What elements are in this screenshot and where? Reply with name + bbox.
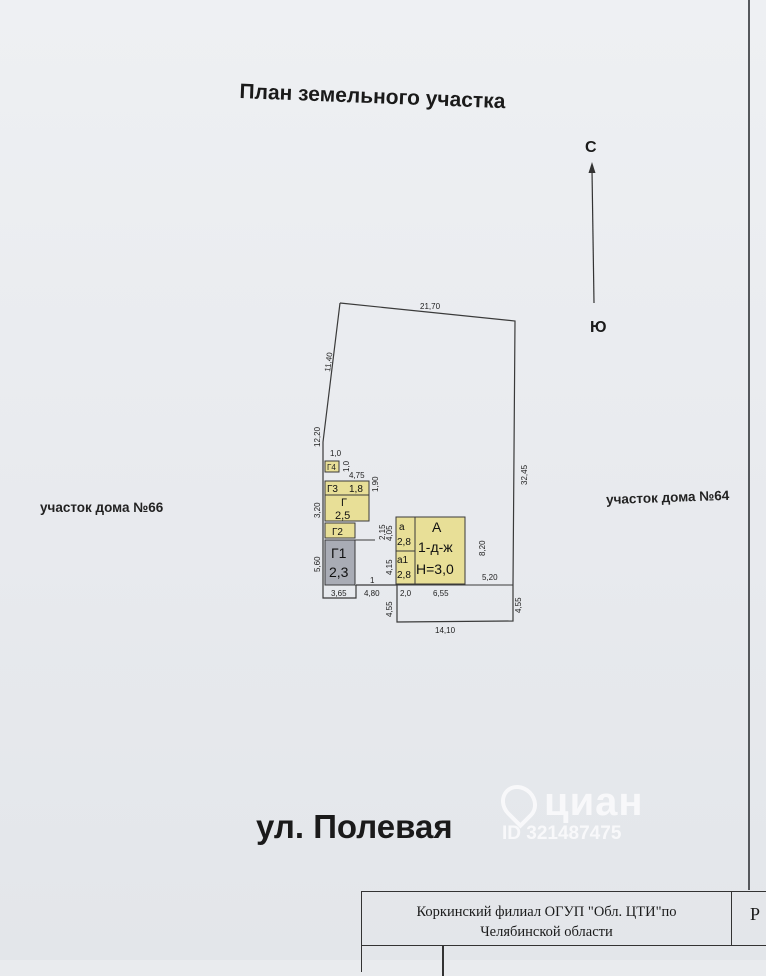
dim-bottom: 14,10 — [435, 626, 456, 635]
dim-inner-6: 4,05 — [385, 525, 394, 541]
building-a-main-label: А — [432, 519, 442, 535]
dim-inner-7: 4,15 — [385, 559, 394, 575]
dim-inner-1: 1,0 — [330, 449, 342, 458]
watermark: циан ID 321487475 — [493, 777, 644, 845]
dim-inner-11: 6,55 — [433, 589, 449, 598]
building-g3-label: Г3 — [327, 484, 338, 495]
building-g3-height: 1,8 — [349, 484, 363, 495]
building-a-small-height: 2,8 — [397, 537, 411, 548]
dim-left-lower: 5,60 — [313, 556, 322, 572]
building-a-main-height: Н=3,0 — [416, 561, 454, 577]
dim-left-g: 3,20 — [313, 502, 322, 518]
building-g — [324, 494, 370, 522]
building-a-main-type: 1-д-ж — [418, 539, 453, 555]
building-a-small-label: а — [399, 522, 405, 533]
title-block-row-2 — [362, 946, 766, 976]
title-block-table: Коркинский филиал ОГУП "Обл. ЦТИ"по Челя… — [361, 891, 766, 976]
title-block-right-cell: Р — [732, 892, 766, 946]
dim-inner-13: 1 — [370, 576, 375, 585]
street-name: ул. Полевая — [256, 808, 453, 845]
dim-inner-4: 1,90 — [371, 476, 380, 492]
buildings — [324, 460, 466, 586]
building-g4-label: Г4 — [327, 463, 336, 472]
building-g1-height: 2,3 — [329, 564, 349, 580]
dim-bottom-left-1: 3,65 — [331, 589, 347, 598]
compass-arrow: С Ю — [585, 139, 607, 336]
dim-inner-2: 1,0 — [342, 460, 351, 472]
dim-top: 21,70 — [420, 302, 441, 311]
building-g-height: 2,5 — [335, 510, 350, 522]
dim-inner-8: 8,20 — [478, 540, 487, 556]
neighbor-label-left: участок дома №66 — [40, 500, 164, 515]
dim-left-mid: 12,20 — [313, 426, 322, 447]
building-a1-height: 2,8 — [397, 570, 411, 581]
watermark-id: ID 321487475 — [502, 823, 622, 844]
dim-inner-12: 4,55 — [385, 601, 394, 617]
watermark-brand: циан — [544, 780, 644, 824]
building-g2 — [324, 522, 356, 539]
building-g1-label: Г1 — [331, 545, 347, 561]
dim-bottom-right-side: 4,55 — [514, 597, 523, 613]
building-g-label: Г — [341, 497, 347, 509]
compass-south-label: Ю — [590, 319, 607, 336]
dim-left-upper: 11,40 — [323, 351, 334, 372]
compass-north-label: С — [585, 139, 597, 156]
building-g2-label: Г2 — [332, 527, 343, 538]
dim-bottom-left-2: 4,80 — [364, 589, 380, 598]
title-block-organization-cell: Коркинский филиал ОГУП "Обл. ЦТИ"по Челя… — [362, 892, 732, 946]
dimension-labels: 21,70 11,40 12,20 32,45 4,55 14,10 3,65 … — [313, 302, 529, 635]
dim-right: 32,45 — [520, 464, 529, 485]
dim-inner-3: 4,75 — [349, 471, 365, 480]
building-a1-label: а1 — [397, 555, 409, 566]
dim-inner-10: 2,0 — [400, 589, 412, 598]
dim-inner-9: 5,20 — [482, 573, 498, 582]
title-block-region: Челябинской области — [480, 924, 613, 940]
title-block-organization: Коркинский филиал ОГУП "Обл. ЦТИ"по — [416, 904, 677, 920]
building-g4 — [324, 460, 340, 473]
building-a-main — [414, 516, 466, 585]
inner-lines — [355, 495, 513, 586]
building-g1 — [324, 539, 356, 586]
title-block-separator — [442, 946, 444, 976]
dim-inner-5: 2,15 — [378, 524, 387, 540]
frame-border-right — [748, 0, 750, 890]
